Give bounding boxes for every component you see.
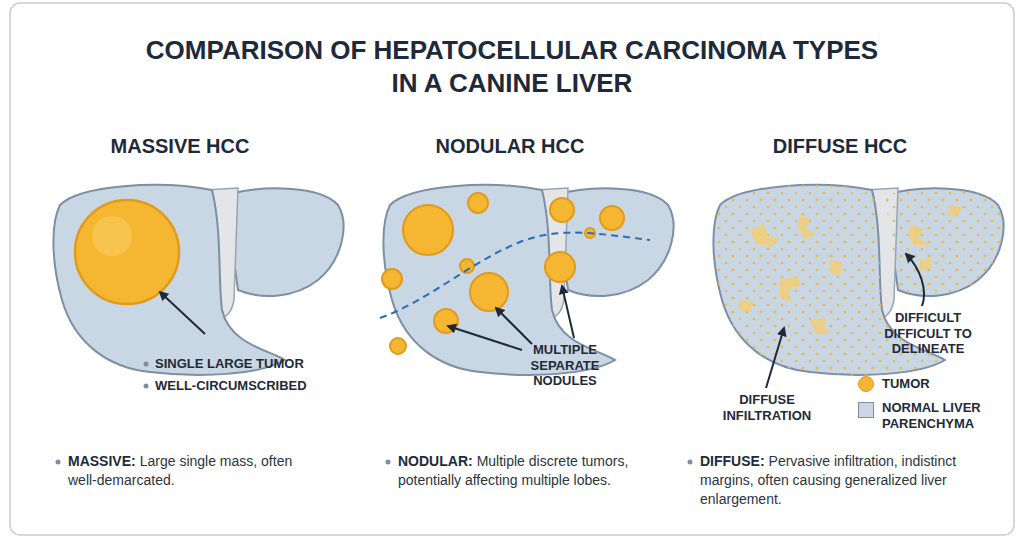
legend-text: TUMOR [882, 376, 1002, 392]
caption-term: DIFFUSE: [700, 453, 765, 469]
callout-label: WELL-CIRCUMSCRIBED [155, 378, 355, 394]
caption-term: MASSIVE: [68, 453, 136, 469]
caption-block: MASSIVE:Large single mass, often well-de… [68, 452, 318, 490]
callout-label: MULTIPLE SEPARATE NODULES [500, 342, 630, 389]
section-heading: DIFFUSE HCC [700, 134, 980, 158]
legend-text: NORMAL LIVER PARENCHYMA [882, 400, 1008, 431]
caption-block: DIFFUSE:Pervasive infiltration, indistin… [700, 452, 1000, 509]
callout-label: SINGLE LARGE TUMOR [155, 356, 355, 372]
section-heading: NODULAR HCC [370, 134, 650, 158]
diagram-title: COMPARISON OF HEPATOCELLULAR CARCINOMA T… [142, 34, 882, 99]
callout-label: DIFFICULT DIFFICULT TO DELINEATE [866, 310, 990, 357]
section-heading: MASSIVE HCC [40, 134, 320, 158]
caption-block: NODULAR:Multiple discrete tumors, potent… [398, 452, 668, 490]
callout-label: DIFFUSE INFILTRATION [710, 392, 824, 423]
legend-swatch [858, 376, 874, 392]
legend-swatch [858, 402, 874, 418]
caption-term: NODULAR: [398, 453, 473, 469]
